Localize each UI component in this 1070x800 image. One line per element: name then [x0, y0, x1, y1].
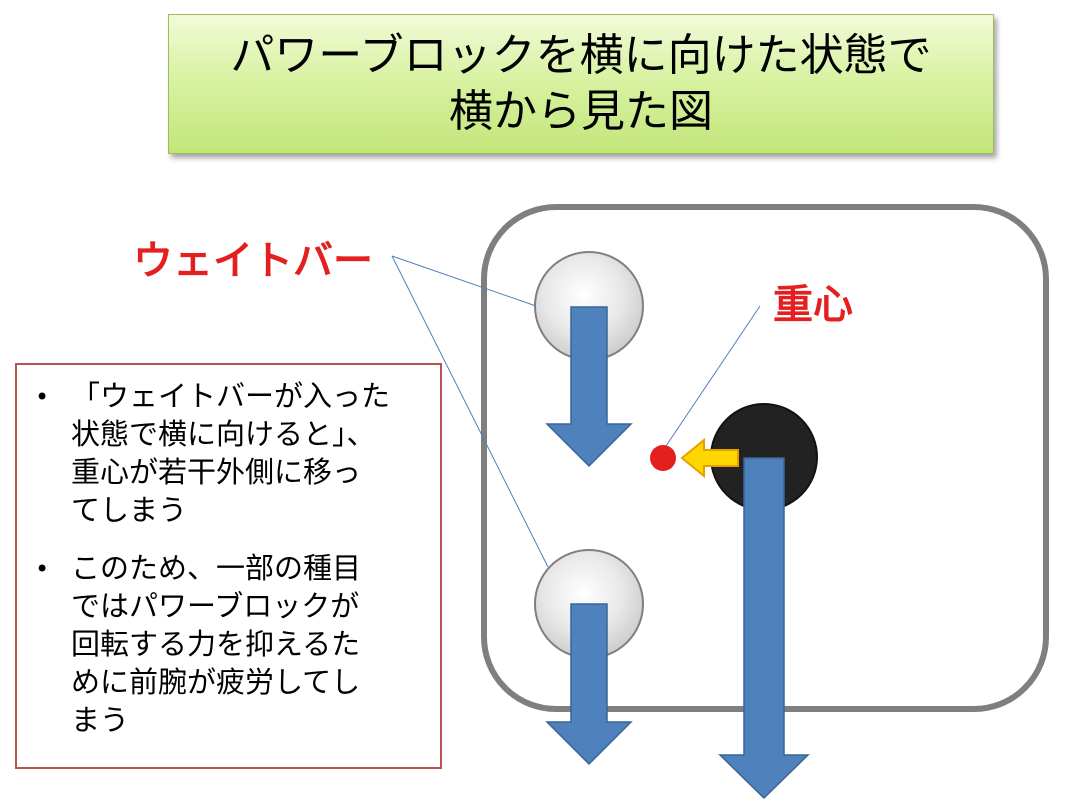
cog-dot	[650, 445, 676, 471]
note-1-line-3: 重心が若干外側に移っ	[71, 455, 362, 489]
bullet-2: •	[35, 555, 50, 583]
title-line-1: パワーブロックを横に向けた状態で	[230, 30, 932, 81]
arrow-down-bottom	[545, 603, 633, 766]
leader-line-weight-top	[391, 255, 537, 307]
title-box: パワーブロックを横に向けた状態で 横から見た図	[168, 14, 994, 154]
cog-label: 重心	[773, 282, 853, 328]
leader-line-cog	[665, 305, 761, 447]
weight-bar-label: ウェイトバー	[133, 238, 373, 284]
note-2-line-1: このため、一部の種目	[71, 551, 362, 585]
notes-box: • 「ウェイトバーが入った 状態で横に向けると」、 重心が若干外側に移っ てしま…	[15, 363, 442, 769]
note-1-line-1: 「ウェイトバーが入った	[71, 379, 391, 413]
arrow-down-top	[545, 306, 633, 468]
note-2-line-5: まう	[71, 703, 130, 737]
shift-arrow-icon	[680, 437, 739, 479]
leader-line-weight-bottom	[391, 255, 549, 568]
note-2-line-2: ではパワーブロックが	[71, 589, 360, 623]
note-2-line-4: めに前腕が疲労してし	[71, 665, 361, 699]
arrow-down-large	[718, 457, 810, 800]
note-1-line-2: 状態で横に向けると」、	[71, 417, 376, 451]
bullet-1: •	[35, 383, 50, 411]
note-1-line-4: てしまう	[71, 493, 188, 527]
title-line-2: 横から見た図	[449, 86, 713, 137]
note-2-line-3: 回転する力を抑えるた	[71, 627, 361, 661]
